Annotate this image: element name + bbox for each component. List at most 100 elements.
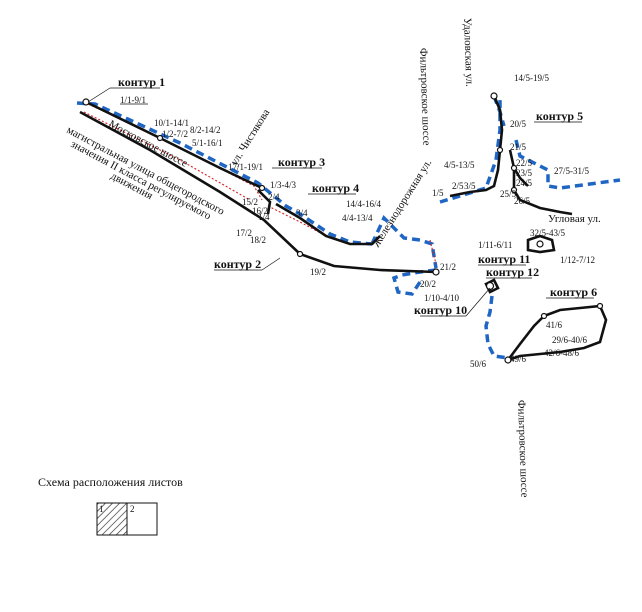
point	[540, 312, 548, 320]
label-1-2-7-2: 1/2-7/2	[162, 129, 188, 139]
blue-boundary	[76, 95, 621, 360]
label-1-1-9-1: 1/1-9/1	[120, 95, 146, 105]
contour-6-line	[506, 304, 608, 362]
contour-11-label: контур 11	[478, 252, 530, 266]
point	[432, 268, 440, 276]
contour-3-line	[257, 189, 272, 215]
label-14-5-19-5: 14/5-19/5	[514, 73, 549, 83]
label-21-2: 21/2	[440, 262, 456, 272]
legend-sheet-2	[126, 502, 158, 536]
point	[258, 184, 266, 192]
label-22-5: 22/5	[516, 158, 533, 168]
label-41-6: 41/6	[546, 320, 563, 330]
boundary-south	[484, 295, 509, 360]
boundary-railway	[370, 214, 438, 269]
uglovaya-street-label: Угловая ул.	[548, 213, 601, 225]
contour-5-label: контур 5	[536, 109, 583, 123]
label-14-4-16-4: 14/4-16/4	[346, 199, 381, 209]
contour-1-label: контур 1	[118, 75, 165, 89]
point	[490, 92, 498, 100]
label-2-5: 2/5	[452, 181, 464, 191]
red-line-lower	[83, 111, 251, 201]
label-16-2: 16/2	[252, 206, 268, 216]
contour-labels: контур 1 контур 3 контур 4 контур 2 конт…	[118, 75, 597, 317]
label-50-6: 50/6	[470, 359, 487, 369]
legend-title: Схема расположения листов	[38, 475, 183, 489]
filtrovskoe-highway-bottom-label: Фильтровское шоссе	[515, 400, 530, 498]
point	[510, 186, 518, 194]
leader-lines	[87, 87, 594, 317]
label-15-2: 15/2	[242, 197, 258, 207]
contour-5-line	[449, 95, 504, 198]
point	[536, 240, 544, 248]
point	[504, 356, 512, 364]
label-4-4-13-4: 4/4-13/4	[342, 213, 373, 223]
sheet-layout-legend: Схема расположения листов 1 2	[38, 475, 183, 536]
contour-2-line	[79, 110, 437, 274]
contour-4-line	[275, 202, 381, 246]
boundary-udalovskaya	[439, 96, 502, 204]
contour-5-branch	[512, 167, 529, 187]
label-29-6-40-6: 29/6-40/6	[552, 335, 587, 345]
label-3-5: 3/5	[464, 181, 476, 191]
label-42-6-48-6: 42/6-48/6	[544, 348, 579, 358]
label-20-2: 20/2	[420, 279, 436, 289]
label-24-5: 24/5	[516, 178, 533, 188]
label-3-4: 3/4	[296, 208, 308, 218]
red-line-railway	[429, 239, 437, 265]
label-1-3-4-3: 1/3-4/3	[270, 180, 296, 190]
contour-1-line	[85, 100, 263, 190]
point	[296, 250, 304, 258]
contour-6-label: контур 6	[550, 285, 597, 299]
label-5-1-16-1: 5/1-16/1	[192, 138, 223, 148]
point	[156, 134, 164, 142]
label-1-12-7-12: 1/12-7/12	[560, 255, 595, 265]
contour-2-label: контур 2	[214, 257, 261, 271]
label-25-5: 25/5	[500, 189, 517, 199]
point	[510, 164, 518, 172]
legend-sheet-2-number: 2	[130, 504, 135, 514]
leader	[87, 87, 111, 103]
filtrovskoe-highway-top-label: Фильтровское шоссе	[417, 48, 432, 146]
point	[596, 302, 604, 310]
label-20-5: 20/5	[510, 119, 527, 129]
udalovskaya-street-label: Удаловская ул.	[461, 18, 475, 88]
boundary-east	[514, 139, 621, 190]
point-labels: 1/1-9/1 10/1-14/1 1/2-7/2 8/2-14/2 5/1-1…	[120, 73, 595, 369]
label-4-5-13-5: 4/5-13/5	[444, 160, 475, 170]
label-32-5-43-5: 32/5-43/5	[530, 228, 565, 238]
point	[485, 281, 495, 291]
legend-sheet-1-number: 1	[99, 504, 104, 514]
label-23-5: 23/5	[516, 168, 533, 178]
label-17-1-19-1: 17/1-19/1	[228, 162, 263, 172]
label-1-11-6-11: 1/11-6/11	[478, 240, 512, 250]
leader	[465, 287, 491, 317]
label-10-1-14-1: 10/1-14/1	[154, 118, 189, 128]
point	[496, 146, 504, 154]
boundary-northwest	[76, 101, 373, 246]
label-21-5: 21/5	[510, 142, 527, 152]
chistyakova-street-label: ул. Чистякова	[228, 107, 272, 168]
contour-points	[82, 92, 604, 364]
label-26-5: 26/5	[514, 196, 531, 206]
label-19-2: 19/2	[310, 267, 326, 277]
contour-3-label: контур 3	[278, 155, 325, 169]
contour-11-line	[526, 234, 556, 254]
main-street-line2: значения II класса регулируемого	[69, 138, 214, 223]
contour-12-label: контур 12	[486, 265, 539, 279]
label-8-2-14-2: 8/2-14/2	[190, 125, 221, 135]
legend-sheet-1	[96, 502, 128, 536]
leader	[261, 257, 281, 271]
label-2-4: 2/4	[268, 192, 280, 202]
contour-10-label: контур 10	[414, 303, 467, 317]
point	[82, 98, 90, 106]
label-18-2: 18/2	[250, 235, 266, 245]
label-1-4: 1/4	[258, 212, 270, 222]
contour-4-label: контур 4	[312, 181, 359, 195]
label-17-2: 17/2	[236, 228, 252, 238]
label-49-6: 49/6	[510, 354, 527, 364]
label-1-10-4-10: 1/10-4/10	[424, 293, 459, 303]
label-27-5-31-5: 27/5-31/5	[554, 166, 589, 176]
label-1-5: 1/5	[432, 188, 444, 198]
